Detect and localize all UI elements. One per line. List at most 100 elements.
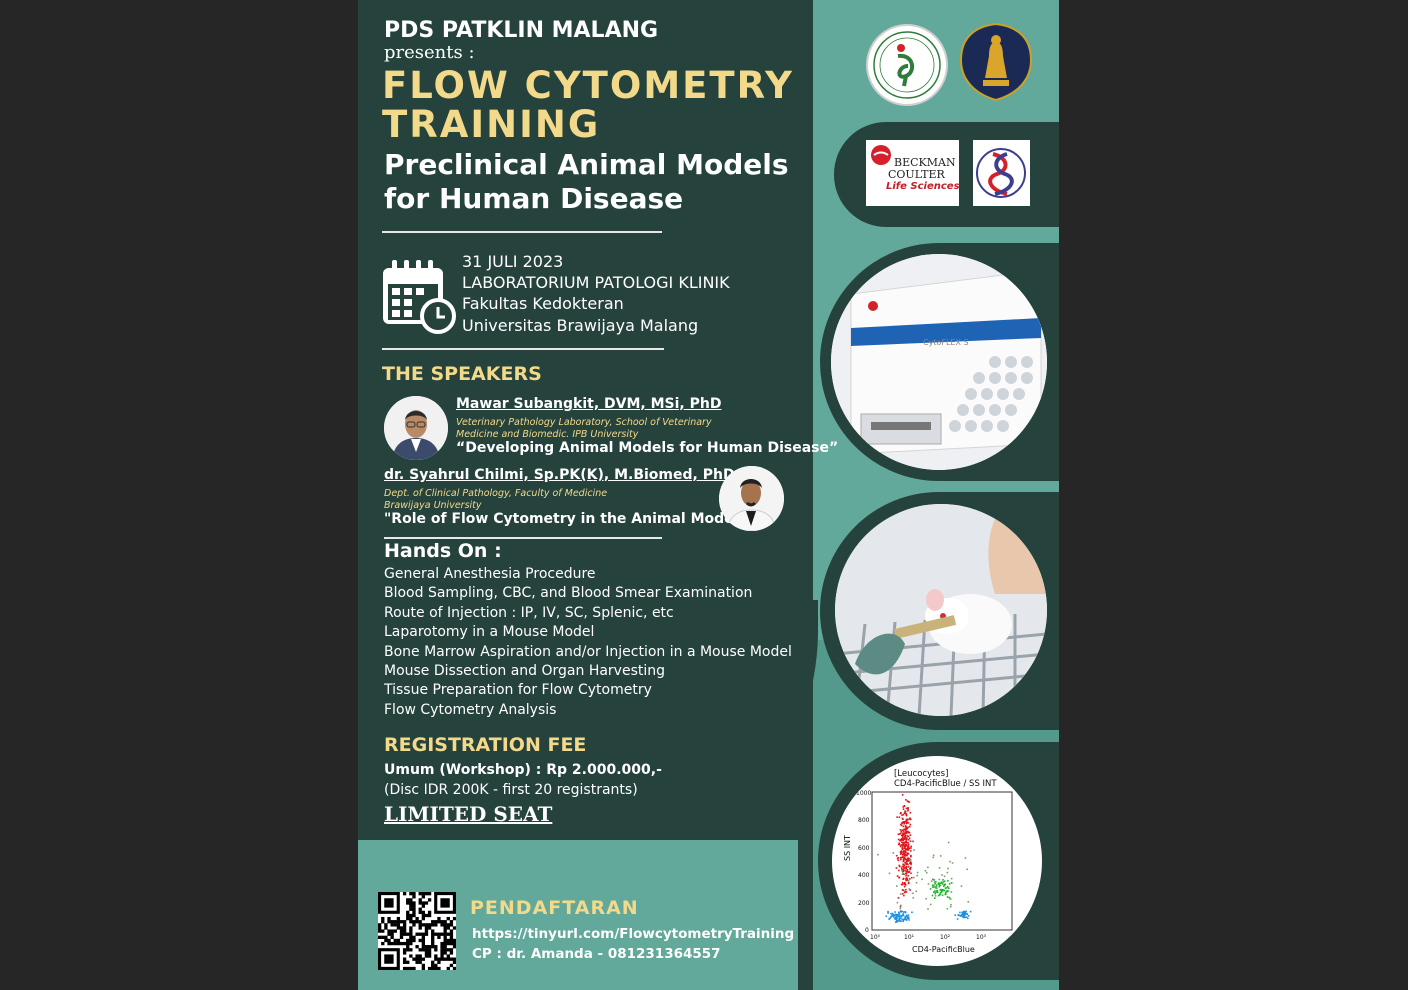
plot-dot xyxy=(898,915,901,918)
plot-dot xyxy=(936,891,939,894)
subtitle-line-1: Preclinical Animal Models xyxy=(384,148,789,181)
plot-dot xyxy=(946,890,948,892)
plot-dot xyxy=(947,880,949,882)
plot-dot xyxy=(892,852,895,854)
plot-dot xyxy=(949,860,951,863)
plot-dot xyxy=(908,871,911,873)
plot-dot xyxy=(900,844,903,846)
organizer: PDS PATKLIN MALANG xyxy=(384,18,659,43)
plot-dot xyxy=(909,818,912,821)
plot-dot xyxy=(909,861,912,864)
plot-dot xyxy=(903,842,905,845)
plot-dot xyxy=(901,872,904,874)
plot-dot xyxy=(902,834,905,836)
plot-dot xyxy=(901,869,903,872)
plot-dot xyxy=(906,917,909,920)
plot-dot xyxy=(910,872,912,875)
signup-heading: PENDAFTARAN xyxy=(470,897,639,919)
plot-dot xyxy=(901,822,903,825)
plot-dot xyxy=(902,844,904,847)
plot-dot xyxy=(942,885,945,888)
plot-dot xyxy=(908,859,910,862)
plot-dot xyxy=(910,855,912,858)
plot-dot xyxy=(939,889,942,891)
plot-dot xyxy=(897,857,900,859)
plot-dot xyxy=(962,912,964,914)
plot-dot xyxy=(898,869,900,872)
plot-dot xyxy=(906,830,909,833)
plot-dot xyxy=(927,866,929,869)
plot-dot xyxy=(911,911,913,914)
qr-code[interactable] xyxy=(378,892,457,971)
plot-dot xyxy=(897,838,900,841)
plot-dot xyxy=(903,812,906,815)
plot-dot xyxy=(910,854,912,857)
plot-dot xyxy=(904,861,906,864)
plot-dot xyxy=(943,875,946,878)
plot-dot xyxy=(899,851,902,853)
plot-dot xyxy=(893,915,895,917)
plot-dot xyxy=(903,844,906,847)
plot-dot xyxy=(906,916,909,918)
plot-dot xyxy=(901,873,904,875)
plot-dot xyxy=(899,839,901,842)
plot-dot xyxy=(943,880,946,883)
plot-dot xyxy=(908,801,911,803)
plot-dot xyxy=(933,897,936,899)
plot-dot xyxy=(951,862,954,864)
plot-dot xyxy=(901,821,904,824)
plot-dot xyxy=(906,868,909,871)
plot-dot xyxy=(901,846,904,849)
plot-dot xyxy=(940,891,943,893)
plot-dot xyxy=(905,860,908,863)
plot-dot xyxy=(907,882,910,885)
plot-dot xyxy=(909,811,912,814)
plot-dot xyxy=(905,854,908,856)
plot-dot xyxy=(925,897,927,900)
registration-discount: (Disc IDR 200K - first 20 registrants) xyxy=(384,782,638,798)
plot-dot xyxy=(932,886,934,888)
plot-dot xyxy=(924,869,927,872)
plot-dot xyxy=(902,846,905,848)
plot-dot xyxy=(933,890,936,892)
plot-dot xyxy=(902,813,905,816)
plot-dot xyxy=(907,852,910,855)
plot-dot xyxy=(963,916,966,919)
plot-dot xyxy=(935,891,937,894)
signup-url-link[interactable]: https://tinyurl.com/FlowcytometryTrainin… xyxy=(472,926,795,942)
plot-x-tick: 10² xyxy=(940,934,951,941)
plot-dot xyxy=(909,834,912,836)
speaker-1-topic: “Developing Animal Models for Human Dise… xyxy=(456,440,839,456)
plot-dot xyxy=(949,905,952,908)
plot-dot xyxy=(898,833,901,835)
plot-dot xyxy=(892,913,895,916)
plot-dot xyxy=(957,914,960,916)
plot-dot xyxy=(904,825,907,827)
plot-dot xyxy=(904,851,907,854)
plot-dot xyxy=(900,914,902,917)
plot-dot xyxy=(906,860,909,862)
plot-dot xyxy=(940,888,942,891)
subtitle-line-2: for Human Disease xyxy=(384,182,684,215)
plot-dot xyxy=(899,845,902,848)
plot-dot xyxy=(894,911,896,913)
plot-dot xyxy=(913,876,915,879)
plot-dot xyxy=(905,798,907,801)
plot-title-1: [Leucocytes] xyxy=(894,769,948,779)
plot-dot xyxy=(959,911,961,914)
plot-dot xyxy=(909,817,911,819)
plot-dot xyxy=(909,859,912,862)
plot-dot xyxy=(905,831,908,833)
plot-dot xyxy=(895,914,898,917)
plot-dot xyxy=(906,878,909,880)
plot-dot xyxy=(910,866,912,869)
plot-dot xyxy=(941,883,944,885)
plot-dot xyxy=(905,814,908,817)
plot-dot xyxy=(903,881,906,884)
plot-dot xyxy=(934,883,937,885)
plot-dot xyxy=(896,917,899,919)
plot-dot xyxy=(907,863,909,866)
beckman-line-1: BECKMAN xyxy=(894,156,956,169)
plot-dot xyxy=(965,916,968,918)
plot-dot xyxy=(934,895,937,897)
